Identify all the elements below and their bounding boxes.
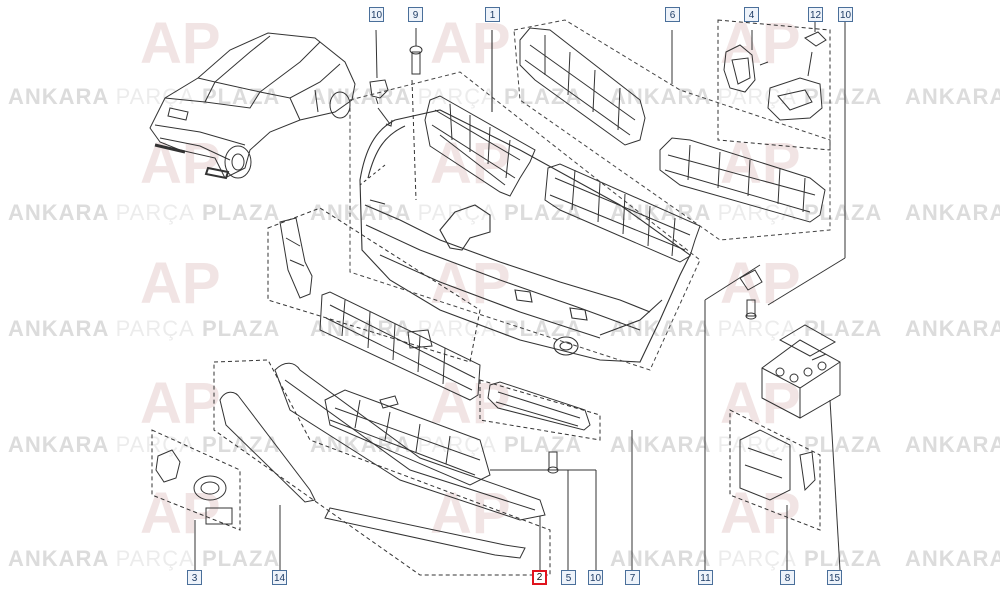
screw-part xyxy=(409,28,423,201)
mount-bracket xyxy=(729,409,821,570)
watermark-text: ANKARA PARÇA PLAZA xyxy=(610,316,883,341)
front-bumper xyxy=(359,30,691,363)
watermark-logo: AP xyxy=(140,481,221,546)
absorber-upper xyxy=(424,95,536,197)
callout-9[interactable]: 9 xyxy=(408,7,423,22)
watermark-text: ANKARA xyxy=(905,316,1000,341)
watermark-text: ANKARA PARÇA PLAZA xyxy=(8,316,281,341)
watermark-logo: AP xyxy=(430,481,511,546)
callout-1[interactable]: 1 xyxy=(485,7,500,22)
clip-part xyxy=(369,29,389,105)
lip-strip xyxy=(213,359,551,576)
callout-10-bottom[interactable]: 10 xyxy=(588,570,603,585)
fog-lamp xyxy=(151,429,241,570)
watermark-logo: AP xyxy=(140,371,221,436)
absorber-rear xyxy=(659,137,826,223)
watermark-text: ANKARA xyxy=(905,432,1000,457)
watermark-text: ANKARA xyxy=(905,200,1000,225)
watermark-logo: AP xyxy=(720,371,801,436)
callout-15[interactable]: 15 xyxy=(827,570,842,585)
callout-5[interactable]: 5 xyxy=(561,570,576,585)
car-thumbnail xyxy=(149,32,356,180)
fog-lamp-cover xyxy=(479,379,633,570)
watermark-text: ANKARA PARÇA PLAZA xyxy=(610,84,883,109)
watermark-text: ANKARA PARÇA PLAZA xyxy=(310,200,583,225)
watermark-text: ANKARA PARÇA PLAZA xyxy=(310,432,583,457)
lower-screw xyxy=(547,451,597,570)
callout-7[interactable]: 7 xyxy=(625,570,640,585)
callout-13[interactable]: 12 xyxy=(808,7,823,22)
callout-14[interactable]: 14 xyxy=(272,570,287,585)
watermark-logo: AP xyxy=(140,11,221,76)
watermark-text: ANKARA PARÇA PLAZA xyxy=(8,432,281,457)
side-bracket-screw xyxy=(704,22,846,570)
lower-bracket xyxy=(324,389,569,570)
absorber-upper-rear xyxy=(519,27,646,146)
watermark-text: ANKARA PARÇA PLAZA xyxy=(310,84,583,109)
callout-6[interactable]: 6 xyxy=(665,7,680,22)
callout-2-selected[interactable]: 2 xyxy=(532,570,547,585)
watermark-text: ANKARA PARÇA PLAZA xyxy=(8,546,281,571)
watermark-text: ANKARA xyxy=(905,546,1000,571)
clip-kit-box xyxy=(761,324,841,571)
side-grille xyxy=(267,207,481,363)
callout-12[interactable]: 10 xyxy=(369,7,384,22)
callout-10-top[interactable]: 10 xyxy=(838,7,853,22)
watermark-text: ANKARA xyxy=(905,84,1000,109)
callout-3[interactable]: 3 xyxy=(187,570,202,585)
callout-8[interactable]: 8 xyxy=(780,570,795,585)
watermark-text: ANKARA PARÇA PLAZA xyxy=(610,546,883,571)
watermark-logo: AP xyxy=(140,251,221,316)
callout-11[interactable]: 11 xyxy=(698,570,713,585)
absorber-middle xyxy=(544,163,701,263)
lower-grille xyxy=(319,291,481,401)
watermark-text: ANKARA PARÇA PLAZA xyxy=(8,200,281,225)
callout-4[interactable]: 4 xyxy=(744,7,759,22)
bracket-parts xyxy=(717,19,831,151)
